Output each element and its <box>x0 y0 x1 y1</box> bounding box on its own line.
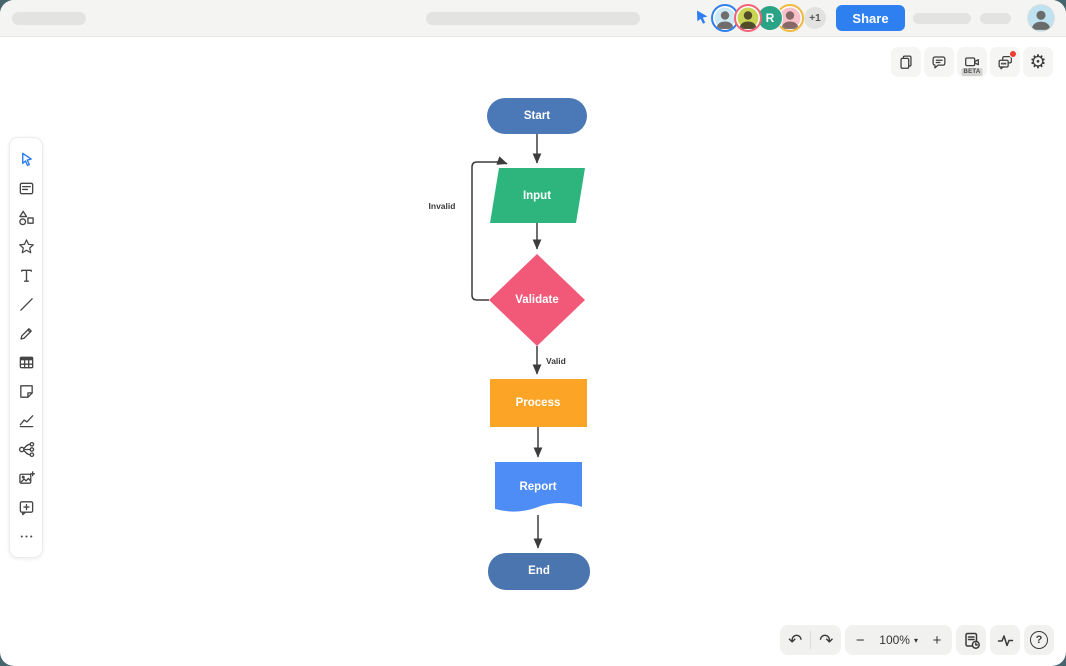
node-input[interactable] <box>490 168 585 223</box>
pulse-icon <box>997 634 1013 646</box>
zoom-out-button[interactable]: − <box>855 631 865 649</box>
canvas-actions-toolbar: BETA ⚙ <box>891 47 1053 77</box>
pencil-icon <box>19 327 32 340</box>
shape-tools-panel <box>9 137 43 558</box>
select-tool[interactable] <box>12 145 40 173</box>
divider <box>810 631 812 649</box>
embed-tool[interactable] <box>12 493 40 521</box>
activity-button[interactable] <box>990 625 1020 655</box>
shapes-tool[interactable] <box>12 203 40 231</box>
chart-tool[interactable] <box>12 406 40 434</box>
text-tool[interactable] <box>12 261 40 289</box>
comment-icon <box>932 56 946 69</box>
collaborators-overflow-badge[interactable]: +1 <box>804 7 826 29</box>
topbar-placeholder-1[interactable] <box>913 13 971 24</box>
image-upload-icon <box>18 470 35 484</box>
settings-button[interactable]: ⚙ <box>1023 47 1053 77</box>
zoom-level-value: 100% <box>879 633 910 647</box>
mindmap-icon <box>18 441 34 457</box>
zoom-in-button[interactable]: + <box>932 631 942 649</box>
node-end[interactable] <box>488 553 590 590</box>
favorites-tool[interactable] <box>12 232 40 260</box>
collaborator-cursor-icon <box>697 10 708 24</box>
image-tool[interactable] <box>12 464 40 492</box>
node-report-label: Report <box>519 481 556 493</box>
top-bar: R +1 Share <box>0 0 1066 37</box>
line-icon <box>19 297 33 311</box>
cursor-icon <box>21 152 32 166</box>
version-history-button[interactable] <box>956 625 986 655</box>
comments-button[interactable] <box>924 47 954 77</box>
mindmap-tool[interactable] <box>12 435 40 463</box>
chat-bubbles-icon <box>998 55 1012 70</box>
redo-icon: ↷ <box>819 630 834 650</box>
avatar-viewer[interactable] <box>711 4 739 32</box>
card-tool[interactable] <box>12 174 40 202</box>
gear-icon: ⚙ <box>1029 51 1047 73</box>
avatar-collaborator-1[interactable] <box>734 4 762 32</box>
star-icon <box>18 238 34 253</box>
sticky-note-icon <box>19 384 33 398</box>
history-group: ↶ ↷ <box>780 625 842 655</box>
app-logo-placeholder[interactable] <box>12 12 86 25</box>
card-icon <box>19 182 33 194</box>
share-button[interactable]: Share <box>836 5 905 31</box>
node-process-label: Process <box>516 397 561 409</box>
video-button[interactable]: BETA <box>957 47 987 77</box>
node-end-label: End <box>528 565 550 577</box>
pages-icon <box>900 55 912 69</box>
text-icon <box>20 269 32 282</box>
draw-tool[interactable] <box>12 319 40 347</box>
redo-button[interactable]: ↷ <box>811 625 841 655</box>
topbar-placeholder-2[interactable] <box>980 13 1011 24</box>
edge-label-valid: Valid <box>546 356 566 366</box>
document-title-placeholder[interactable] <box>426 12 640 25</box>
node-start[interactable] <box>487 98 587 134</box>
person-silhouette-icon <box>781 11 799 29</box>
node-input-label: Input <box>523 190 551 202</box>
node-start-label: Start <box>524 110 550 122</box>
shapes-icon <box>18 210 34 225</box>
help-icon: ? <box>1030 631 1048 649</box>
undo-button[interactable]: ↶ <box>780 625 810 655</box>
notification-dot <box>1009 50 1017 58</box>
avatar-account[interactable] <box>1027 4 1055 32</box>
node-validate-label: Validate <box>515 294 558 306</box>
chevron-down-icon: ▾ <box>913 635 918 645</box>
avatar-initial: R <box>765 11 775 25</box>
edge-validate-input-loop[interactable] <box>471 156 508 301</box>
edge-label-invalid: Invalid <box>429 201 456 211</box>
more-tools[interactable] <box>12 522 40 550</box>
chat-button[interactable] <box>990 47 1020 77</box>
line-chart-icon <box>19 414 33 427</box>
zoom-level-dropdown[interactable]: 100% ▾ <box>875 633 922 647</box>
person-silhouette-icon <box>1031 10 1051 30</box>
line-tool[interactable] <box>12 290 40 318</box>
node-validate[interactable] <box>489 254 585 346</box>
person-silhouette-icon <box>716 11 734 29</box>
help-button[interactable]: ? <box>1024 625 1054 655</box>
node-process[interactable] <box>490 379 587 427</box>
sticky-note-tool[interactable] <box>12 377 40 405</box>
pages-button[interactable] <box>891 47 921 77</box>
undo-icon: ↶ <box>788 630 803 650</box>
table-icon <box>19 356 33 368</box>
node-report[interactable] <box>495 462 582 512</box>
video-camera-icon <box>965 57 979 67</box>
ellipsis-icon <box>20 534 32 538</box>
person-silhouette-icon <box>739 11 757 29</box>
beta-badge: BETA <box>961 68 983 76</box>
embed-plus-icon <box>19 500 33 515</box>
version-history-icon <box>964 632 980 649</box>
view-controls-toolbar: ↶ ↷ − 100% ▾ + <box>780 625 1054 655</box>
zoom-group: − 100% ▾ + <box>845 625 952 655</box>
table-tool[interactable] <box>12 348 40 376</box>
